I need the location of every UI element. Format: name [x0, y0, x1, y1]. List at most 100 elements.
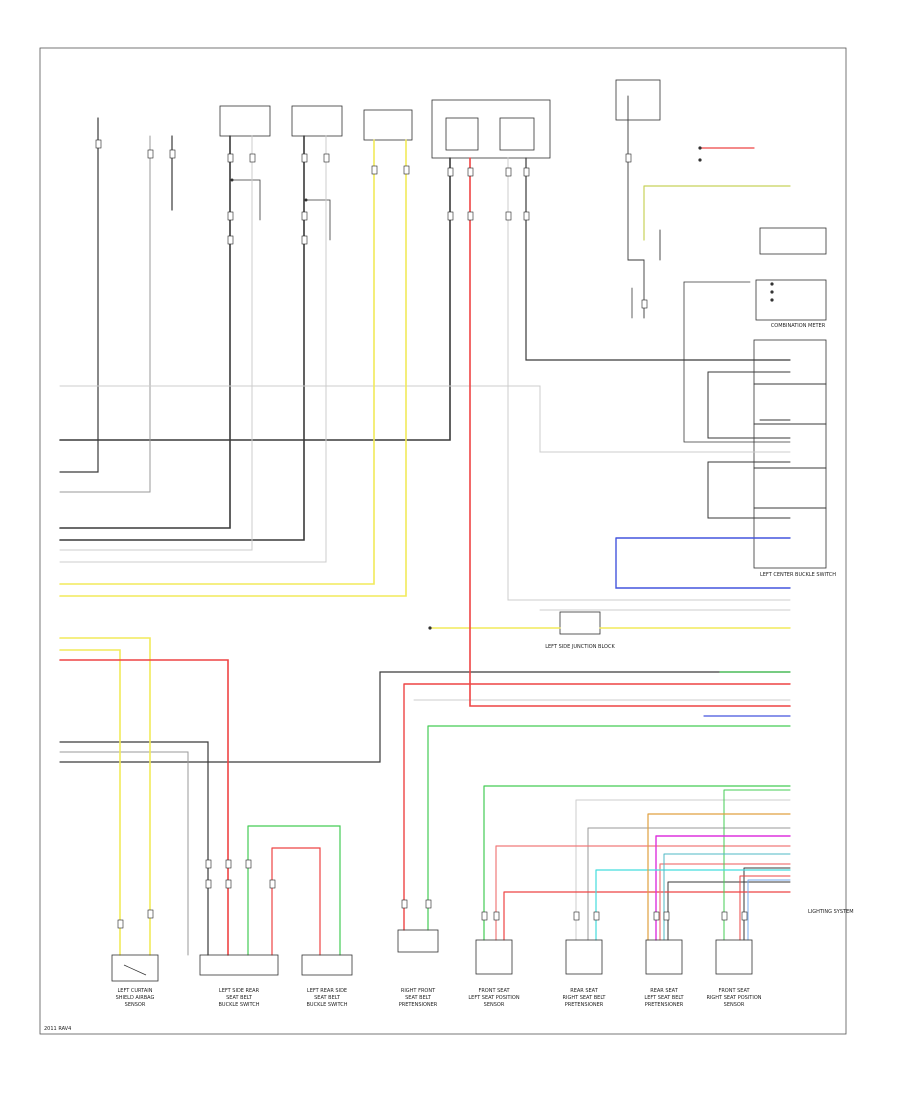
left-side-junction-block-label: LEFT SIDE JUNCTION BLOCK — [545, 644, 615, 650]
component-box — [431, 99, 551, 159]
caption-line: REAR SEAT — [570, 988, 598, 994]
caption-line: LEFT SIDE REAR — [219, 988, 260, 994]
splice-dot — [698, 146, 702, 150]
connector-marker — [205, 859, 212, 869]
connector-marker — [301, 211, 308, 221]
wire-light-gray — [59, 385, 791, 453]
component-box — [363, 109, 413, 141]
wire-cyan — [595, 869, 791, 941]
component-box — [291, 105, 343, 137]
caption-line: RIGHT SEAT BELT — [563, 995, 607, 1001]
wire-yellow-green — [643, 185, 791, 241]
component-box — [753, 423, 827, 469]
front-seat-right-position-sensor-box — [715, 939, 753, 975]
wire-green — [427, 725, 791, 931]
connector-marker — [401, 899, 408, 909]
connector-marker — [227, 153, 234, 163]
component-box — [753, 339, 827, 385]
wire-black — [303, 199, 331, 241]
connector-marker — [447, 211, 454, 221]
connector-marker — [467, 211, 474, 221]
connector-marker — [593, 911, 600, 921]
caption-line: LEFT SEAT BELT — [644, 995, 684, 1001]
wire-black — [667, 881, 791, 941]
wire-red — [59, 659, 229, 956]
splice-dot — [770, 282, 774, 286]
wire-black — [59, 135, 231, 529]
connector-marker — [653, 911, 660, 921]
component-box — [445, 117, 479, 151]
splice-dot — [304, 198, 308, 202]
connector-marker — [505, 211, 512, 221]
caption-line: LEFT REAR SIDE — [307, 988, 347, 994]
connector-marker — [249, 153, 256, 163]
connector-marker — [425, 899, 432, 909]
caption-line: SENSOR — [724, 1002, 745, 1008]
splice-points — [230, 146, 774, 630]
caption-line: PRETENSIONER — [645, 1002, 684, 1008]
connector-marker — [523, 167, 530, 177]
caption-line: PRETENSIONER — [565, 1002, 604, 1008]
caption-line: SENSOR — [484, 1002, 505, 1008]
connector-marker — [447, 167, 454, 177]
caption-line: SEAT BELT — [314, 995, 341, 1001]
connector-marker — [117, 919, 124, 929]
splice-dot — [698, 158, 702, 162]
wire-light-gray — [59, 135, 253, 551]
connector-marker — [625, 153, 632, 163]
wire-black — [59, 671, 791, 763]
connector-marker — [301, 235, 308, 245]
caption-b5: FRONT SEAT LEFT SEAT POSITION SENSOR — [468, 988, 519, 1008]
wire-teal — [663, 853, 791, 941]
diagram-frame — [39, 47, 847, 1035]
connector-marker — [467, 167, 474, 177]
rear-seat-left-pretensioner-box — [645, 939, 683, 975]
wire-black — [707, 461, 791, 519]
connector-marker — [641, 299, 648, 309]
right-front-pretensioner-box — [397, 929, 439, 953]
wire-yellow — [59, 139, 375, 585]
caption-line: FRONT SEAT — [478, 988, 510, 994]
component-box — [759, 227, 827, 255]
wire-light-blue — [747, 879, 791, 941]
caption-b1: LEFT CURTAIN SHIELD AIRBAG SENSOR — [116, 988, 155, 1008]
wire-black — [743, 867, 791, 941]
left-rear-side-buckle-switch-box — [301, 954, 353, 976]
component-box — [219, 105, 271, 137]
caption-line: SENSOR — [125, 1002, 146, 1008]
caption-line: PRETENSIONER — [399, 1002, 438, 1008]
connector-marker — [147, 909, 154, 919]
wire-gray — [59, 751, 189, 956]
component-box — [755, 279, 827, 321]
wire-yellow — [59, 139, 407, 597]
wire-black — [683, 281, 791, 443]
wire-green — [247, 825, 341, 956]
connector-marker — [227, 235, 234, 245]
wire-black — [59, 117, 99, 473]
wire-black — [707, 371, 791, 439]
connector-marker — [301, 153, 308, 163]
connector-marker — [323, 153, 330, 163]
page-footer: 2011 RAV4 — [44, 1026, 71, 1032]
left-side-rear-buckle-switch-box — [199, 954, 279, 976]
connector-marker — [573, 911, 580, 921]
wire-gray — [59, 135, 151, 493]
connector-marker — [269, 879, 276, 889]
caption-line: FRONT SEAT — [718, 988, 750, 994]
wires — [59, 95, 791, 956]
connector-marker — [663, 911, 670, 921]
connector-marker — [403, 165, 410, 175]
connector-marker — [721, 911, 728, 921]
left-side-junction-block-box — [559, 611, 601, 635]
wire-black — [525, 157, 791, 361]
caption-b4: RIGHT FRONT SEAT BELT PRETENSIONER — [399, 988, 438, 1008]
lighting-system-label: LIGHTING SYSTEM — [808, 909, 854, 915]
wire-black — [59, 741, 209, 956]
wire-black — [627, 95, 645, 319]
component-box — [753, 383, 827, 425]
wire-red — [271, 847, 321, 956]
wire-red — [739, 875, 791, 941]
caption-b6: REAR SEAT RIGHT SEAT BELT PRETENSIONER — [563, 988, 607, 1008]
